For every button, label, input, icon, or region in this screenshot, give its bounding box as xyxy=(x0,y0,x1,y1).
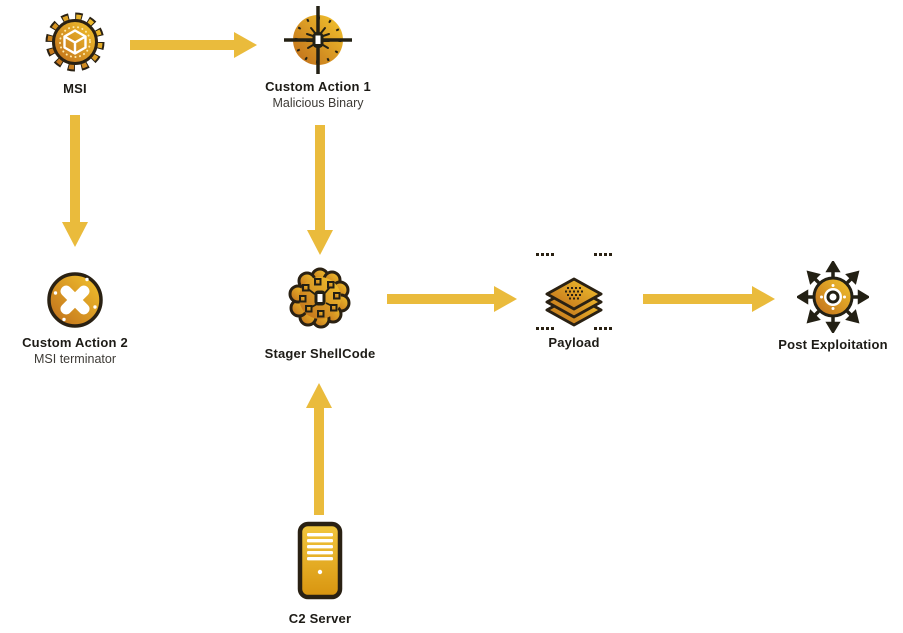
arrow-msi-to-custom-action-2 xyxy=(62,115,88,247)
arrow-c2-server-to-stager xyxy=(306,383,332,515)
node-label: Payload xyxy=(548,335,600,350)
node-sublabel: MSI terminator xyxy=(34,351,116,366)
node-msi: MSI xyxy=(5,10,145,97)
node-stager-shellcode: Stager ShellCode xyxy=(250,267,390,362)
node-post-exploitation: Post Exploitation xyxy=(763,261,903,353)
node-label: C2 Server xyxy=(288,611,352,626)
node-label: Post Exploitation xyxy=(778,337,888,352)
spread-arrows-icon xyxy=(797,261,869,333)
node-label: MSI xyxy=(63,81,87,96)
brain-circuit-icon xyxy=(288,267,351,329)
arrow-msi-to-custom-action-1 xyxy=(130,32,257,58)
arrow-payload-to-post-exploitation xyxy=(643,286,775,312)
node-custom-action-1: Custom Action 1 Malicious Binary xyxy=(248,4,388,110)
cancel-x-icon xyxy=(47,272,103,328)
node-label: Custom Action 2 xyxy=(22,335,128,350)
node-custom-action-2: Custom Action 2 MSI terminator xyxy=(5,268,145,366)
arrow-stager-to-payload xyxy=(387,286,517,312)
target-bug-icon xyxy=(284,6,352,74)
arrow-custom-action-1-to-stager xyxy=(307,125,333,255)
node-c2-server: C2 Server xyxy=(250,521,390,627)
corner-dots xyxy=(536,253,612,330)
node-payload: Payload xyxy=(504,250,644,351)
gear-package-icon xyxy=(45,12,105,72)
node-label: Custom Action 1 xyxy=(265,79,371,94)
server-icon xyxy=(297,521,343,600)
node-label: Stager ShellCode xyxy=(264,346,376,361)
layers-icon xyxy=(536,253,612,330)
node-sublabel: Malicious Binary xyxy=(272,95,364,110)
